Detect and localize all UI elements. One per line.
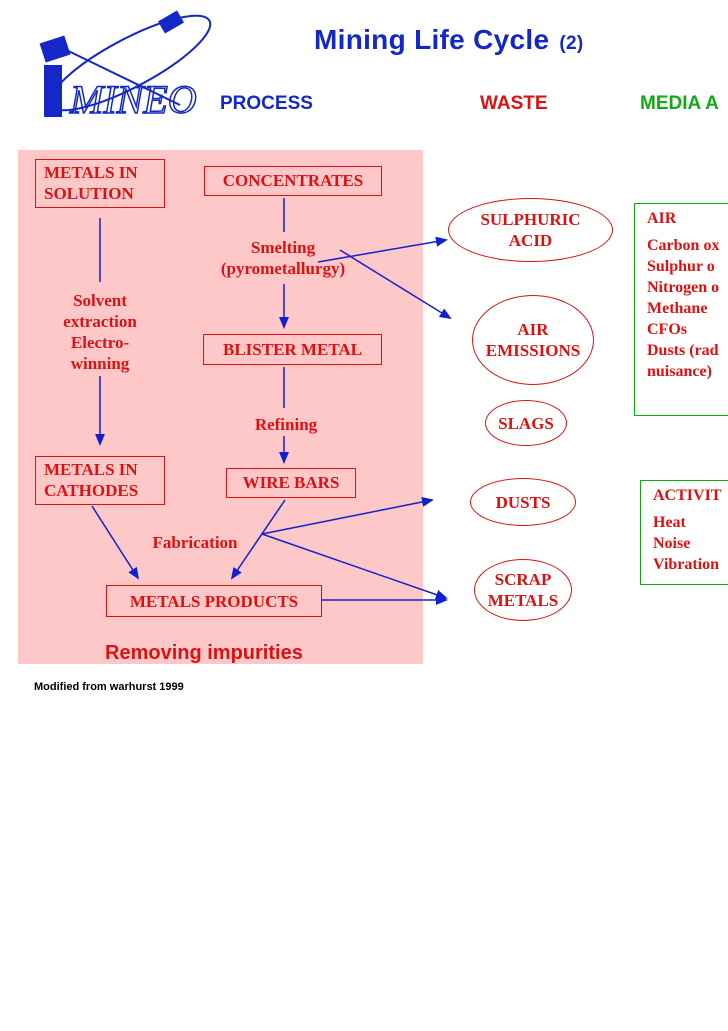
smelting-line1: Smelting	[250, 238, 316, 257]
scrap-line2: METALS	[487, 591, 559, 610]
mineo-logo: MINEO	[39, 10, 212, 123]
media-activity-item: Heat	[653, 514, 686, 531]
sulphuric-line2: ACID	[508, 231, 553, 250]
title-number: (2)	[559, 33, 584, 54]
slags-text: SLAGS	[498, 413, 554, 433]
removing-impurities-caption: Removing impurities	[105, 642, 303, 664]
logo-text: MINEO	[69, 77, 197, 122]
metals-in-solution-box: METALS IN SOLUTION	[35, 159, 165, 208]
process-panel	[18, 150, 423, 664]
air-emissions-oval: AIR EMISSIONS	[472, 295, 594, 385]
media-activity-box: ACTIVIT Heat Noise Vibration	[640, 480, 728, 585]
header-waste: WASTE	[480, 93, 548, 114]
media-air-item: CFOs	[647, 321, 687, 338]
solvent-extraction-label: Solvent extraction Electro- winning	[44, 290, 156, 374]
solvent-line3: Electro-	[70, 333, 130, 352]
fabrication-label: Fabrication	[152, 533, 238, 552]
concentrates-box: CONCENTRATES	[204, 166, 382, 196]
media-activity-heading: ACTIVIT	[653, 487, 722, 504]
solvent-line1: Solvent	[73, 291, 127, 310]
media-activity-item: Noise	[653, 535, 691, 552]
arrow-wirebars-to-products	[230, 499, 286, 580]
smelting-label: Smelting (pyrometallurgy)	[208, 237, 358, 279]
dusts-text: DUSTS	[495, 492, 551, 512]
media-air-heading: AIR	[647, 210, 677, 227]
media-air-item: Nitrogen o	[647, 279, 720, 296]
arrow-fabrication-to-dusts	[261, 497, 434, 535]
media-air-item: nuisance)	[647, 363, 712, 380]
sulphuric-acid-oval: SULPHURIC ACID	[448, 198, 613, 262]
arrow-smelting-to-air-emissions	[339, 249, 452, 320]
dusts-oval: DUSTS	[470, 478, 576, 526]
metals-solution-line2: SOLUTION	[44, 184, 134, 203]
metals-cathodes-line2: CATHODES	[44, 481, 139, 500]
source-note: Modified from warhurst 1999	[34, 681, 184, 693]
metals-cathodes-line1: METALS IN	[44, 460, 138, 479]
arrow-smelting-to-sulphuric	[317, 236, 448, 263]
smelting-line2: (pyrometallurgy)	[220, 259, 346, 278]
media-air-item: Sulphur o	[647, 258, 715, 275]
refining-label: Refining	[254, 415, 318, 434]
media-air-box: AIR Carbon ox Sulphur o Nitrogen o Metha…	[634, 203, 728, 416]
media-air-item: Methane	[647, 300, 708, 317]
scrap-metals-oval: SCRAP METALS	[474, 559, 572, 621]
wire-bars-box: WIRE BARS	[226, 468, 356, 498]
scrap-line1: SCRAP	[494, 570, 552, 589]
metals-products-box: METALS PRODUCTS	[106, 585, 322, 617]
metals-solution-line1: METALS IN	[44, 163, 138, 182]
air-emissions-line1: AIR	[517, 320, 549, 339]
air-emissions-line2: EMISSIONS	[485, 341, 581, 360]
solvent-line2: extraction	[63, 312, 137, 331]
slags-oval: SLAGS	[485, 400, 567, 446]
media-air-item: Carbon ox	[647, 237, 720, 254]
arrow-fabrication-to-scrap	[261, 533, 448, 600]
media-activity-item: Vibration	[653, 556, 720, 573]
media-air-item: Dusts (rad	[647, 342, 719, 359]
title-main: Mining Life Cycle	[314, 24, 550, 55]
arrow-cathodes-to-products	[91, 505, 140, 580]
header-process: PROCESS	[220, 93, 313, 114]
metals-in-cathodes-box: METALS IN CATHODES	[35, 456, 165, 505]
sulphuric-line1: SULPHURIC	[480, 210, 581, 229]
page-title: Mining Life Cycle (2)	[314, 24, 583, 56]
header-media: MEDIA A	[640, 93, 719, 114]
solvent-line4: winning	[70, 354, 130, 373]
blister-metal-box: BLISTER METAL	[203, 334, 382, 365]
